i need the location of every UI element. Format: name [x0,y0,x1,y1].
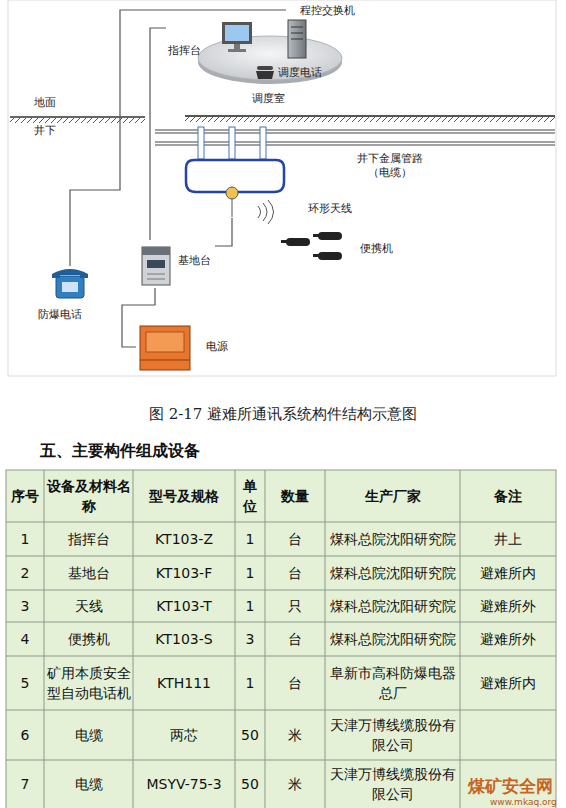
table-cell: KT103-F [133,556,235,590]
monitor-icon [222,22,252,52]
device-label: 基地台 [178,254,211,268]
table-cell: 天津万博线缆股份有限公司 [325,710,460,760]
table-cell: 避难所内 [460,656,556,710]
watermark: www.mkaq.org [490,797,557,808]
device-node: 防爆电话 [36,266,96,324]
device-label: 指挥台 [168,44,201,58]
table-header: 序号 [6,470,44,522]
portable-radio [281,232,342,260]
table-cell: 5 [6,656,44,710]
table-cell: 避难所外 [460,590,556,622]
table-cell: 台 [265,656,325,710]
device-node: 调度电话 [252,64,330,82]
table-cell: KT103-Z [133,522,235,556]
table-cell: 便携机 [44,622,133,656]
table-header: 设备及材料名称 [44,470,133,522]
table-cell: 台 [265,556,325,590]
table-cell: 煤科总院沈阳研究院 [325,522,460,556]
table-header: 备注 [460,470,556,522]
device-label: 便携机 [360,242,393,256]
table-cell: 两芯 [133,710,235,760]
loop-antenna [186,127,284,224]
table-cell: 煤科总院沈阳研究院 [325,622,460,656]
explosion-proof-phone [52,269,88,298]
table-header: 数量 [265,470,325,522]
device-node: 基地台 [138,240,215,288]
device-node: 电源 [136,320,235,374]
table-header: 生产厂家 [325,470,460,522]
table-cell: 6 [6,710,44,760]
metal-pipe [155,130,555,145]
table-cell: KTH111 [133,656,235,710]
table-header: 单位 [235,470,265,522]
table-cell: 避难所内 [460,556,556,590]
figure-caption: 图 2-17 避难所通讯系统构件结构示意图 [0,404,566,424]
table-cell: 煤科总院沈阳研究院 [325,556,460,590]
table-cell: 1 [235,522,265,556]
table-cell: 50 [235,760,265,808]
table-cell: 只 [265,590,325,622]
cable-line [70,10,286,266]
cable-line [122,288,155,347]
switch-tower [288,20,306,58]
table-cell: 1 [235,556,265,590]
dispatch-platform [198,36,342,84]
table-cell: 1 [6,522,44,556]
table-cell: 电缆 [44,710,133,760]
table-cell: 井上 [460,522,556,556]
device-label: 调度室 [252,92,285,106]
table-cell: 煤科总院沈阳研究院 [325,590,460,622]
device-node: 程控交换机 [286,4,357,60]
table-cell: 米 [265,710,325,760]
device-node: 环形天线 [180,146,360,218]
table-cell: 50 [235,710,265,760]
device-label: 防爆电话 [38,308,82,322]
table-cell: 1 [235,656,265,710]
table-cell: 天线 [44,590,133,622]
device-label: 电源 [206,340,228,354]
cable-line [215,218,232,246]
table-cell: 天津万博线缆股份有限公司 [325,760,460,808]
table-cell: 基地台 [44,556,133,590]
table-cell: MSYV-75-3 [133,760,235,808]
table-cell: 1 [235,590,265,622]
table-cell: 2 [6,556,44,590]
device-label: 程控交换机 [300,4,355,18]
table-cell: KT103-S [133,622,235,656]
diagram-frame [8,0,556,376]
section-heading: 五、主要构件组成设备 [40,441,200,461]
table-cell: 3 [6,590,44,622]
table-cell: 阜新市高科防爆电器总厂 [325,656,460,710]
table-grid [6,470,556,808]
device-label: 环形天线 [308,202,352,216]
table-cell: 台 [265,522,325,556]
diagram-label: 地面 [34,96,56,110]
table-cell: 米 [265,760,325,808]
dispatch-phone [256,66,274,79]
table-cell: 矿用本质安全型自动电话机 [44,656,133,710]
cable-line [150,28,166,240]
base-station [142,247,170,285]
diagram-label: 井下金属管路 （电缆） [350,152,430,180]
device-label: 调度电话 [278,66,322,80]
device-node: 指挥台 [166,18,254,60]
watermark: 煤矿安全网 [468,776,553,796]
table-header: 型号及规格 [133,470,235,522]
device-node: 便携机 [278,226,400,266]
table-cell: 电缆 [44,760,133,808]
table-cell: 避难所外 [460,622,556,656]
table-cell: 指挥台 [44,522,133,556]
table-cell: 台 [265,622,325,656]
ground-line [10,116,555,123]
table-cell: 4 [6,622,44,656]
table-cell: 3 [235,622,265,656]
table-cell: KT103-T [133,590,235,622]
power-box [140,326,190,370]
diagram-label: 井下 [34,124,56,138]
table-cell: 7 [6,760,44,808]
device-node: 调度室 指挥台 程控交换机调度电话 [160,0,360,110]
